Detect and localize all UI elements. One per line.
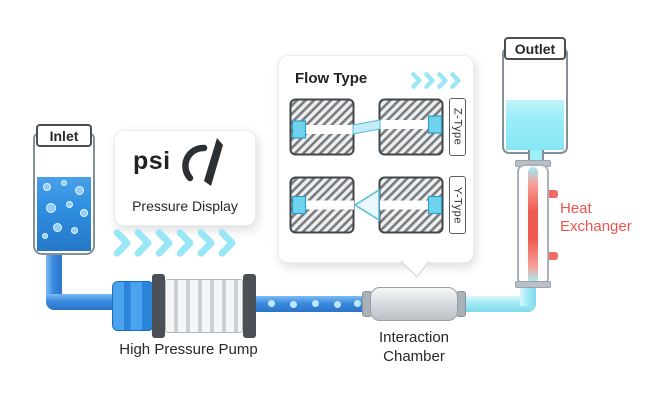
pump-outlet-pipe: [254, 296, 372, 312]
flow-type-arrows: [410, 72, 461, 89]
bubble: [46, 203, 56, 213]
pressure-display-caption: Pressure Display: [132, 198, 238, 214]
pump-head: [112, 281, 154, 331]
pipe-bubble: [290, 301, 297, 308]
heat-exchanger-tube: [528, 167, 538, 283]
bubble: [75, 186, 84, 195]
bubble: [66, 201, 73, 208]
heat-exchanger-port-top: [549, 190, 558, 198]
flow-type-title: Flow Type: [295, 70, 368, 87]
heat-exchanger-label: Heat Exchanger: [560, 200, 632, 236]
z-type-chamber-diagram: [289, 98, 444, 156]
interaction-chamber-body: [370, 287, 458, 321]
chamber-outlet-pipe: [458, 296, 536, 312]
pipe-bubble: [334, 301, 341, 308]
callout-pointer: [400, 261, 430, 278]
bubble: [61, 180, 67, 186]
bubble: [80, 209, 88, 217]
bubble: [43, 183, 51, 191]
heat-exchanger-cap-bottom: [515, 281, 551, 288]
flow-arrow-icon: [437, 72, 448, 89]
bubble: [71, 227, 78, 234]
pump-flange-left: [152, 274, 165, 338]
inlet-pipe-horizontal: [46, 294, 118, 310]
y-type-label-text: Y-Type: [451, 186, 464, 224]
heat-exchanger-label-line1: Heat: [560, 200, 592, 217]
pump-label: High Pressure Pump: [96, 340, 281, 359]
pressure-display-card: psi Pressure Display: [114, 130, 256, 226]
pump-flange-right: [243, 274, 256, 338]
y-type-label: Y-Type: [449, 176, 466, 234]
inlet-vessel: [33, 133, 95, 255]
z-type-label: Z-Type: [449, 98, 466, 156]
z-type-label-text: Z-Type: [451, 108, 464, 146]
outlet-liquid: [506, 100, 564, 150]
interaction-chamber-label-line2: Chamber: [383, 348, 445, 365]
pump-label-text: High Pressure Pump: [119, 341, 258, 358]
outlet-label: Outlet: [504, 37, 566, 60]
interaction-chamber-label: Interaction Chamber: [352, 328, 476, 366]
flow-type-card: Flow Type Z-Type: [278, 55, 474, 263]
flow-arrow-icon: [424, 72, 435, 89]
pressure-gauge-icon: [182, 138, 223, 186]
bubble: [53, 223, 62, 232]
inlet-pipe-vertical: [46, 250, 62, 302]
heat-exchanger-port-bottom: [549, 252, 558, 260]
pipe-bubble: [268, 300, 275, 307]
flow-arrow-icon: [450, 72, 461, 89]
outlet-vessel: [502, 48, 568, 154]
flow-arrow-icon: [113, 229, 131, 257]
inlet-liquid: [37, 177, 91, 251]
flow-arrow-icon: [411, 72, 422, 89]
flow-arrow-icon: [197, 229, 215, 257]
inlet-label: Inlet: [36, 124, 92, 147]
pipe-bubble: [354, 300, 361, 307]
flow-arrow-icon: [155, 229, 173, 257]
inlet-label-text: Inlet: [49, 127, 79, 144]
flow-arrow-icon: [218, 229, 236, 257]
outlet-label-text: Outlet: [514, 40, 556, 57]
flow-arrows: [112, 229, 236, 257]
flow-arrow-icon: [176, 229, 194, 257]
heat-exchanger-label-line2: Exchanger: [560, 218, 632, 235]
y-type-chamber-diagram: [289, 176, 444, 234]
psi-unit-label: psi: [133, 147, 171, 175]
pipe-bubble: [312, 300, 319, 307]
flow-arrow-icon: [134, 229, 152, 257]
pump-cylinder: [165, 279, 243, 333]
interaction-chamber-label-line1: Interaction: [378, 329, 450, 346]
bubble: [42, 233, 48, 239]
